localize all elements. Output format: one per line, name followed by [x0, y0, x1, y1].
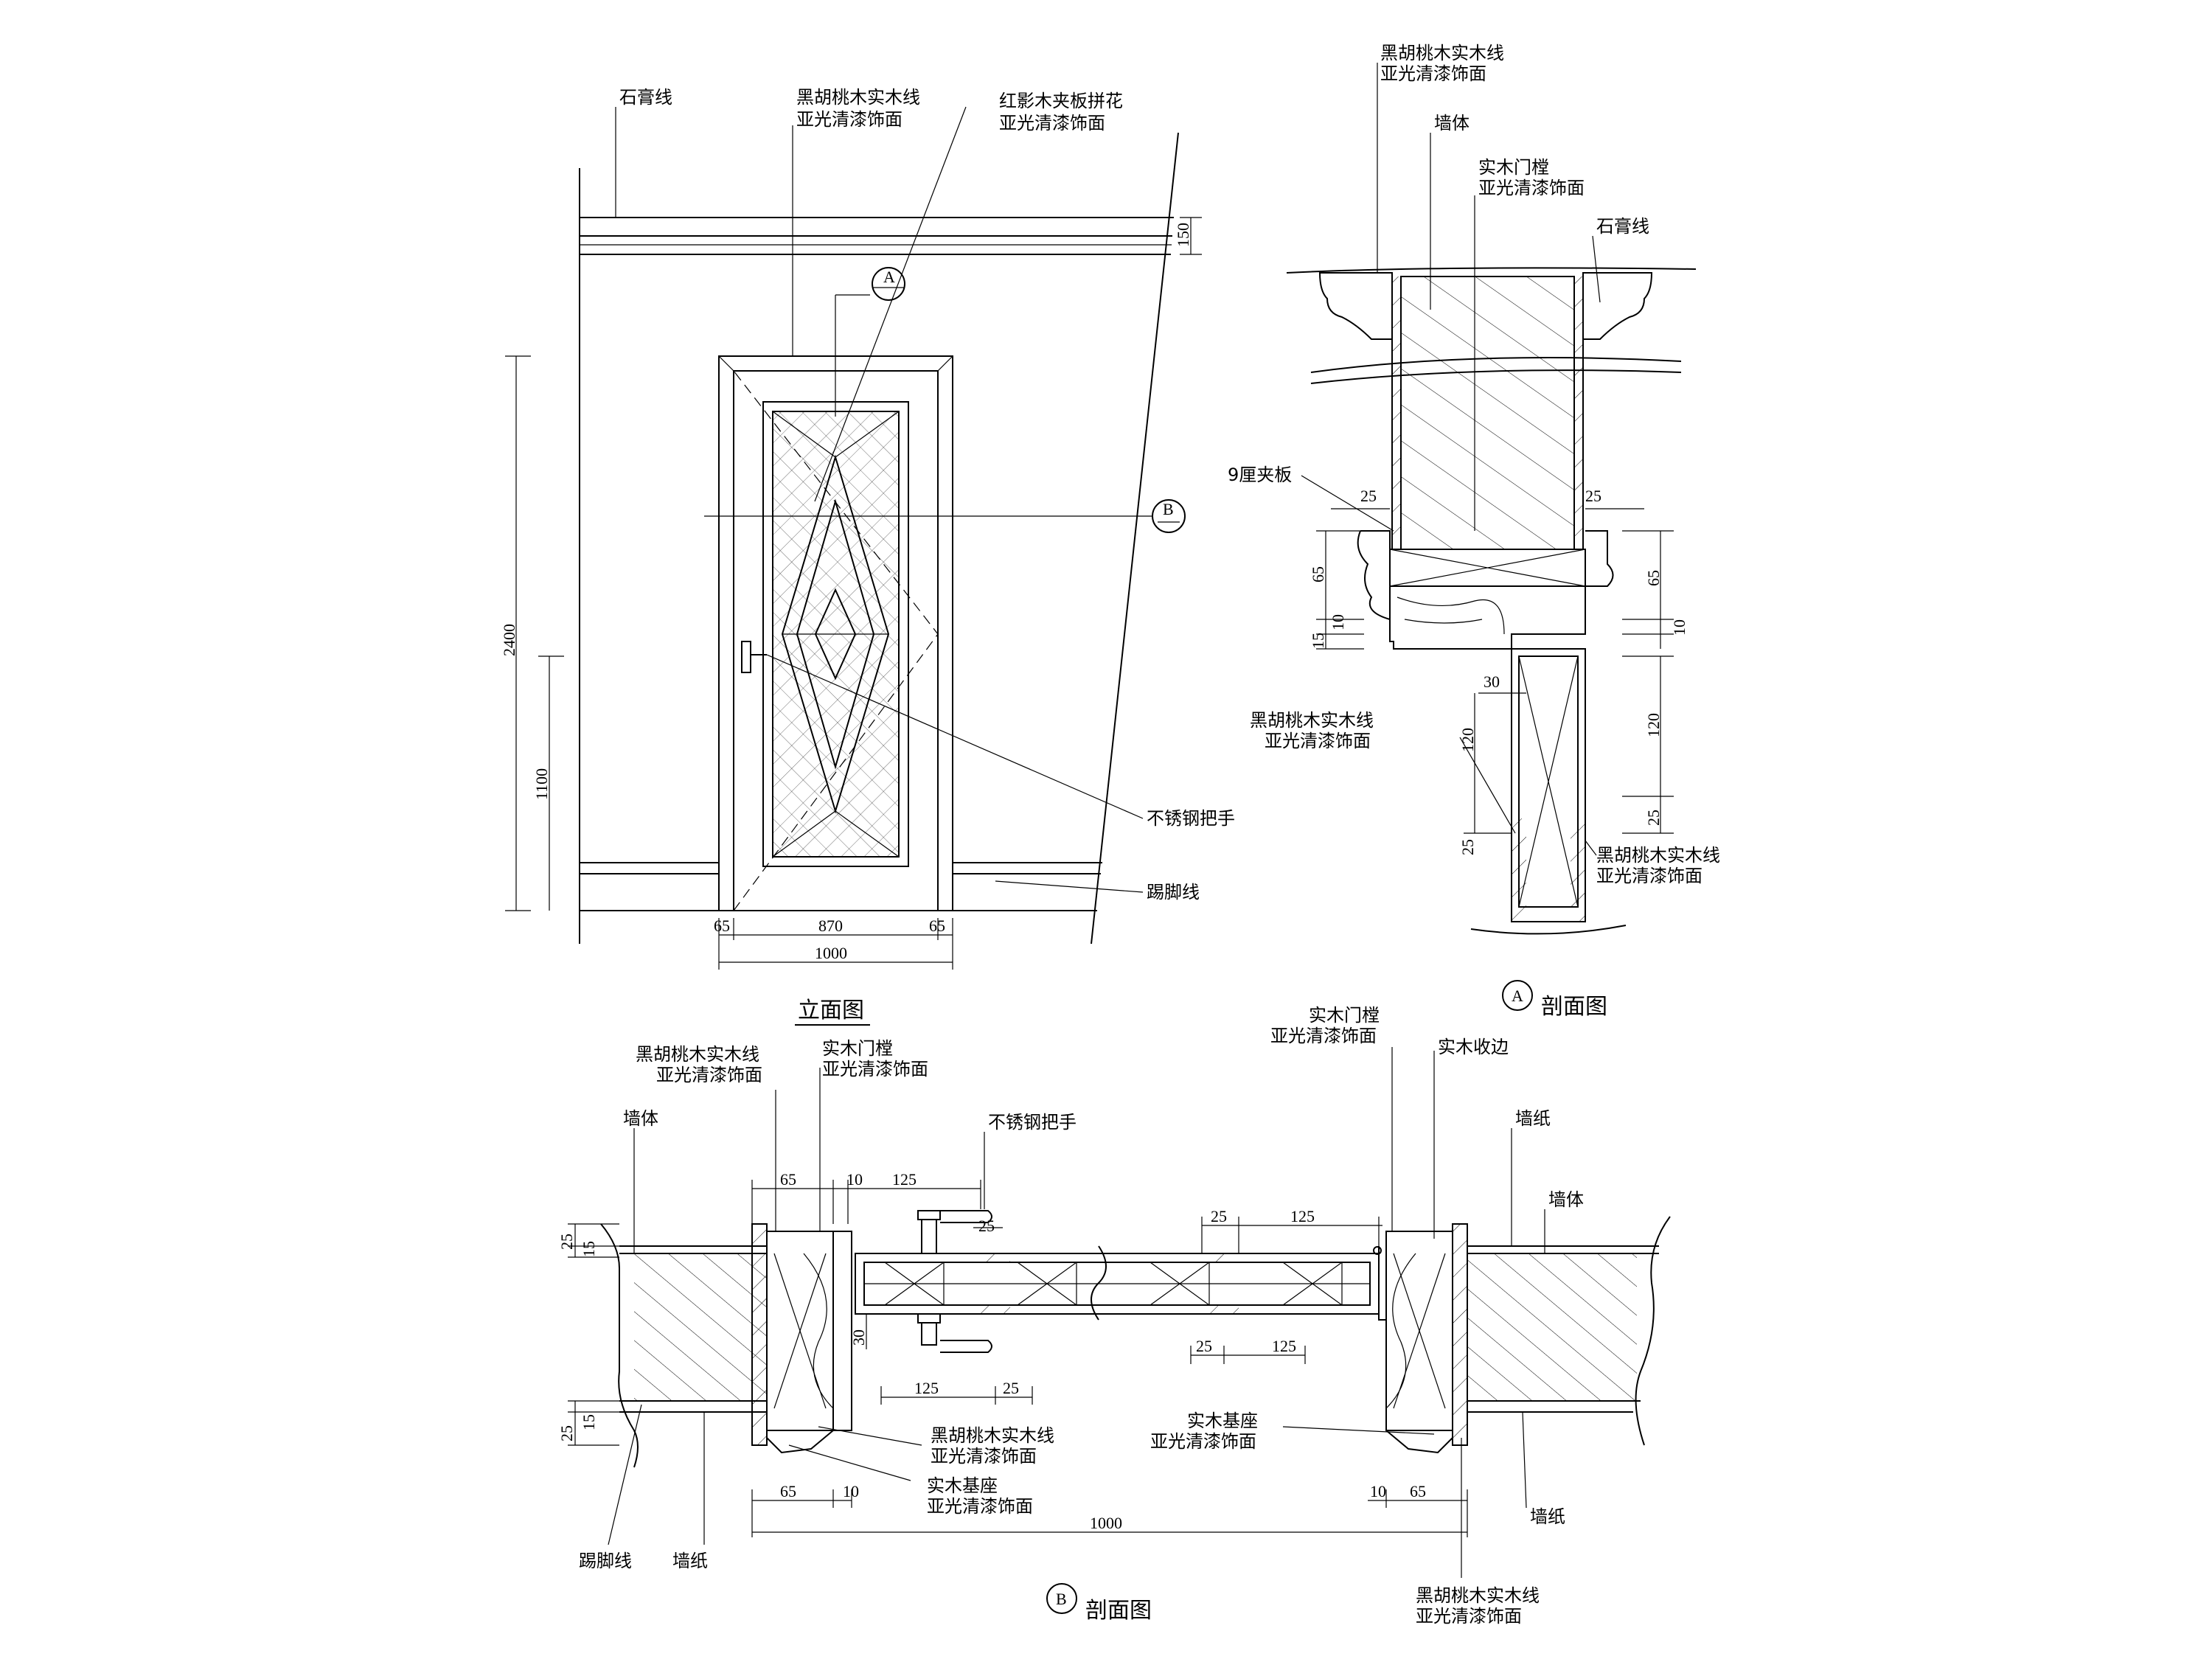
dim-b-25-midbottom: 25	[1196, 1337, 1212, 1355]
dim-a-25-left: 25	[1360, 487, 1377, 505]
section-marker-a[interactable]: A	[883, 268, 895, 286]
dim-b-125-bottom: 125	[914, 1379, 939, 1397]
label-a-plaster: 石膏线	[1596, 216, 1649, 237]
section-marker-b[interactable]: B	[1163, 500, 1174, 518]
section-b-title: 剖面图	[1085, 1598, 1152, 1624]
elevation-title: 立面图	[798, 998, 864, 1023]
label-b-base-r2: 亚光清漆饰面	[1150, 1431, 1256, 1452]
label-a-frame-1: 实木门樘	[1478, 157, 1549, 178]
label-baseboard: 踢脚线	[1147, 882, 1200, 902]
dim-b-125-midbottom: 125	[1272, 1337, 1296, 1355]
dim-a-30: 30	[1484, 672, 1500, 691]
label-b-wallpaper-r: 墙纸	[1515, 1108, 1551, 1129]
dim-b-10-bottom-left: 10	[843, 1482, 859, 1500]
label-a-walnut-b1: 黑胡桃木实木线	[1250, 710, 1374, 731]
label-b-base-1: 实木基座	[927, 1475, 998, 1496]
label-b-walnut-r2: 亚光清漆饰面	[1416, 1606, 1522, 1627]
label-rosewood-2: 亚光清漆饰面	[999, 113, 1105, 133]
section-a-view: 黑胡桃木实木线 亚光清漆饰面 墙体 实木门樘 亚光清漆饰面 石膏线 9厘夹板 黑…	[1228, 43, 1720, 1020]
dim-b-65-bottom-right: 65	[1410, 1482, 1426, 1500]
dim-a-10-left: 10	[1329, 614, 1347, 630]
dim-a-65-left: 65	[1309, 566, 1327, 582]
dim-a-120-right: 120	[1644, 713, 1663, 737]
dim-door-870: 870	[818, 917, 843, 935]
dim-b-handle-25: 25	[978, 1217, 995, 1235]
dim-b-65-top: 65	[780, 1170, 796, 1189]
dim-b-25-bottom: 25	[1003, 1379, 1019, 1397]
label-stainless-handle: 不锈钢把手	[1147, 808, 1235, 829]
label-b-wall-r: 墙体	[1548, 1189, 1584, 1210]
dim-b-25-lower: 25	[557, 1425, 576, 1441]
label-a-walnut-c2: 亚光清漆饰面	[1596, 866, 1703, 886]
label-a-walnut-1: 黑胡桃木实木线	[1380, 43, 1504, 63]
dim-b-15-upper: 15	[580, 1241, 598, 1257]
label-b-edge: 实木收边	[1438, 1037, 1509, 1057]
label-b-frame-1: 实木门樘	[822, 1038, 893, 1059]
handle-section-icon	[917, 1210, 992, 1353]
dim-b-25-mid: 25	[1211, 1207, 1227, 1225]
dim-b-25-upper: 25	[557, 1234, 576, 1250]
dim-b-10-top: 10	[846, 1170, 863, 1189]
dim-frame-left-65: 65	[714, 917, 730, 935]
elevation-view: A B 石膏线 黑胡桃木实木线 亚光清漆饰面 红影木夹板拼花 亚光清漆饰面 不锈…	[500, 87, 1235, 1026]
dim-a-10-right: 10	[1670, 619, 1688, 636]
dim-width-1000: 1000	[815, 944, 847, 962]
section-a-title: 剖面图	[1541, 994, 1607, 1020]
label-a-wall: 墙体	[1434, 113, 1470, 133]
section-b-marker[interactable]: B	[1056, 1590, 1067, 1608]
label-b-wall: 墙体	[623, 1108, 658, 1129]
label-a-frame-2: 亚光清漆饰面	[1478, 178, 1585, 198]
label-b-handle: 不锈钢把手	[988, 1112, 1077, 1133]
dim-b-15-lower: 15	[580, 1414, 598, 1430]
label-plaster-line: 石膏线	[619, 87, 672, 108]
dim-a-25-lower-left: 25	[1458, 839, 1477, 855]
label-b-walnut-b2: 亚光清漆饰面	[931, 1446, 1037, 1467]
label-b-walnut-r1: 黑胡桃木实木线	[1416, 1585, 1540, 1606]
label-b-frame-r2: 亚光清漆饰面	[1270, 1026, 1377, 1046]
dim-b-1000: 1000	[1090, 1514, 1122, 1532]
dim-height-1100: 1100	[532, 768, 551, 800]
dim-b-125-mid: 125	[1290, 1207, 1315, 1225]
label-walnut-line-1: 黑胡桃木实木线	[796, 87, 920, 108]
label-rosewood-1: 红影木夹板拼花	[999, 91, 1123, 111]
dim-cornice-150: 150	[1174, 223, 1192, 247]
label-b-wallpaper-r2: 墙纸	[1530, 1506, 1565, 1527]
label-b-baseboard: 踢脚线	[579, 1551, 632, 1571]
dim-a-15-left: 15	[1309, 633, 1327, 649]
dim-a-25-right: 25	[1585, 487, 1601, 505]
dim-a-120-left: 120	[1458, 728, 1477, 752]
dim-a-25-lower-right: 25	[1644, 810, 1663, 826]
label-b-wallpaper-l: 墙纸	[672, 1551, 708, 1571]
label-b-base-r1: 实木基座	[1187, 1411, 1258, 1431]
label-a-walnut-c1: 黑胡桃木实木线	[1596, 845, 1720, 866]
label-a-walnut-b2: 亚光清漆饰面	[1265, 731, 1371, 751]
dim-b-30: 30	[849, 1329, 868, 1346]
dim-b-125-top: 125	[892, 1170, 917, 1189]
dim-height-2400: 2400	[500, 624, 518, 656]
label-a-plywood: 9厘夹板	[1228, 465, 1292, 485]
label-b-frame-r1: 实木门樘	[1309, 1005, 1380, 1026]
label-b-frame-2: 亚光清漆饰面	[822, 1059, 928, 1079]
label-a-walnut-2: 亚光清漆饰面	[1380, 63, 1486, 84]
label-b-walnut-2: 亚光清漆饰面	[656, 1065, 762, 1085]
label-b-walnut-b1: 黑胡桃木实木线	[931, 1425, 1054, 1446]
label-b-walnut-1: 黑胡桃木实木线	[636, 1044, 759, 1065]
section-a-marker[interactable]: A	[1512, 987, 1523, 1005]
door-handle-icon	[741, 641, 751, 673]
dim-a-65-right: 65	[1644, 570, 1663, 586]
label-b-base-2: 亚光清漆饰面	[927, 1496, 1033, 1517]
dim-b-10-bottom-right: 10	[1370, 1482, 1386, 1500]
dim-frame-right-65: 65	[929, 917, 945, 935]
dim-b-65-bottom-left: 65	[780, 1482, 796, 1500]
section-b-view: 黑胡桃木实木线 亚光清漆饰面 实木门樘 亚光清漆饰面 墙体 不锈钢把手 实木门樘…	[557, 1005, 1671, 1627]
label-walnut-line-2: 亚光清漆饰面	[796, 109, 902, 130]
